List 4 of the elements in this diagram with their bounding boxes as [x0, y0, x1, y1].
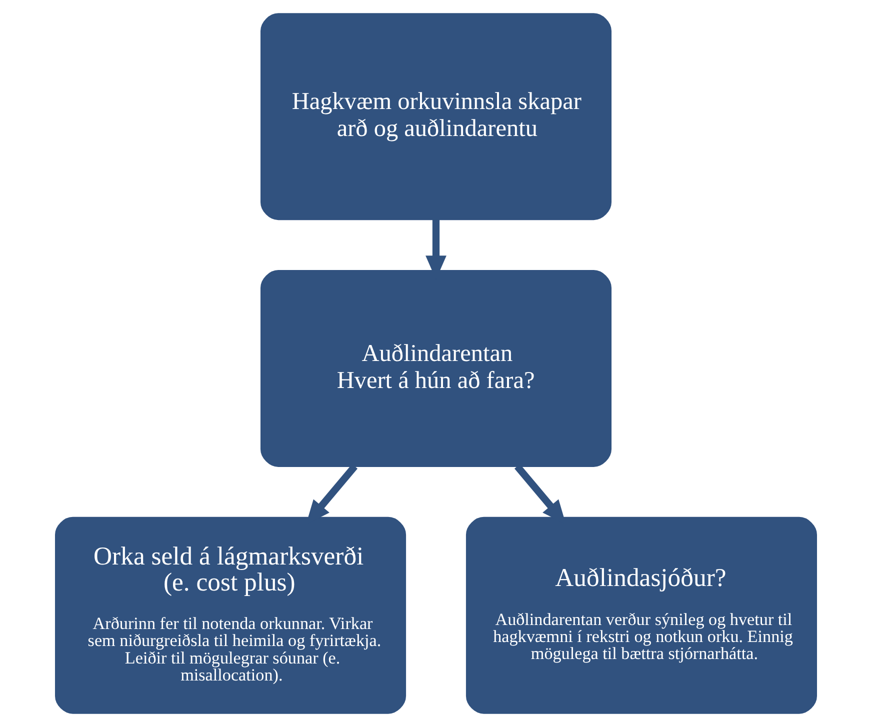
node-box: Auðlindasjóður? Auðlindarentan verður sýnileg og hvetur til hagkvæmni í rekstri og notkun orku. Einnig mögulega til bættra stjórnarhátta.	[465, 516, 816, 714]
node-box: Orka seld á lágmarksverði (e. cost plus) Arðurinn fer til notenda orkunnar. Virkar sem niðurgreiðsla til heimila og fyrirtækja. Leiðir til mögulegrar sóunar (e. misallocation).	[54, 516, 406, 714]
node-box: Hagkvæm orkuvinnsla skapar arð og auðlindarentu	[260, 13, 612, 220]
node-box: Auðlindarentan Hvert á hún að fara?	[260, 270, 612, 467]
